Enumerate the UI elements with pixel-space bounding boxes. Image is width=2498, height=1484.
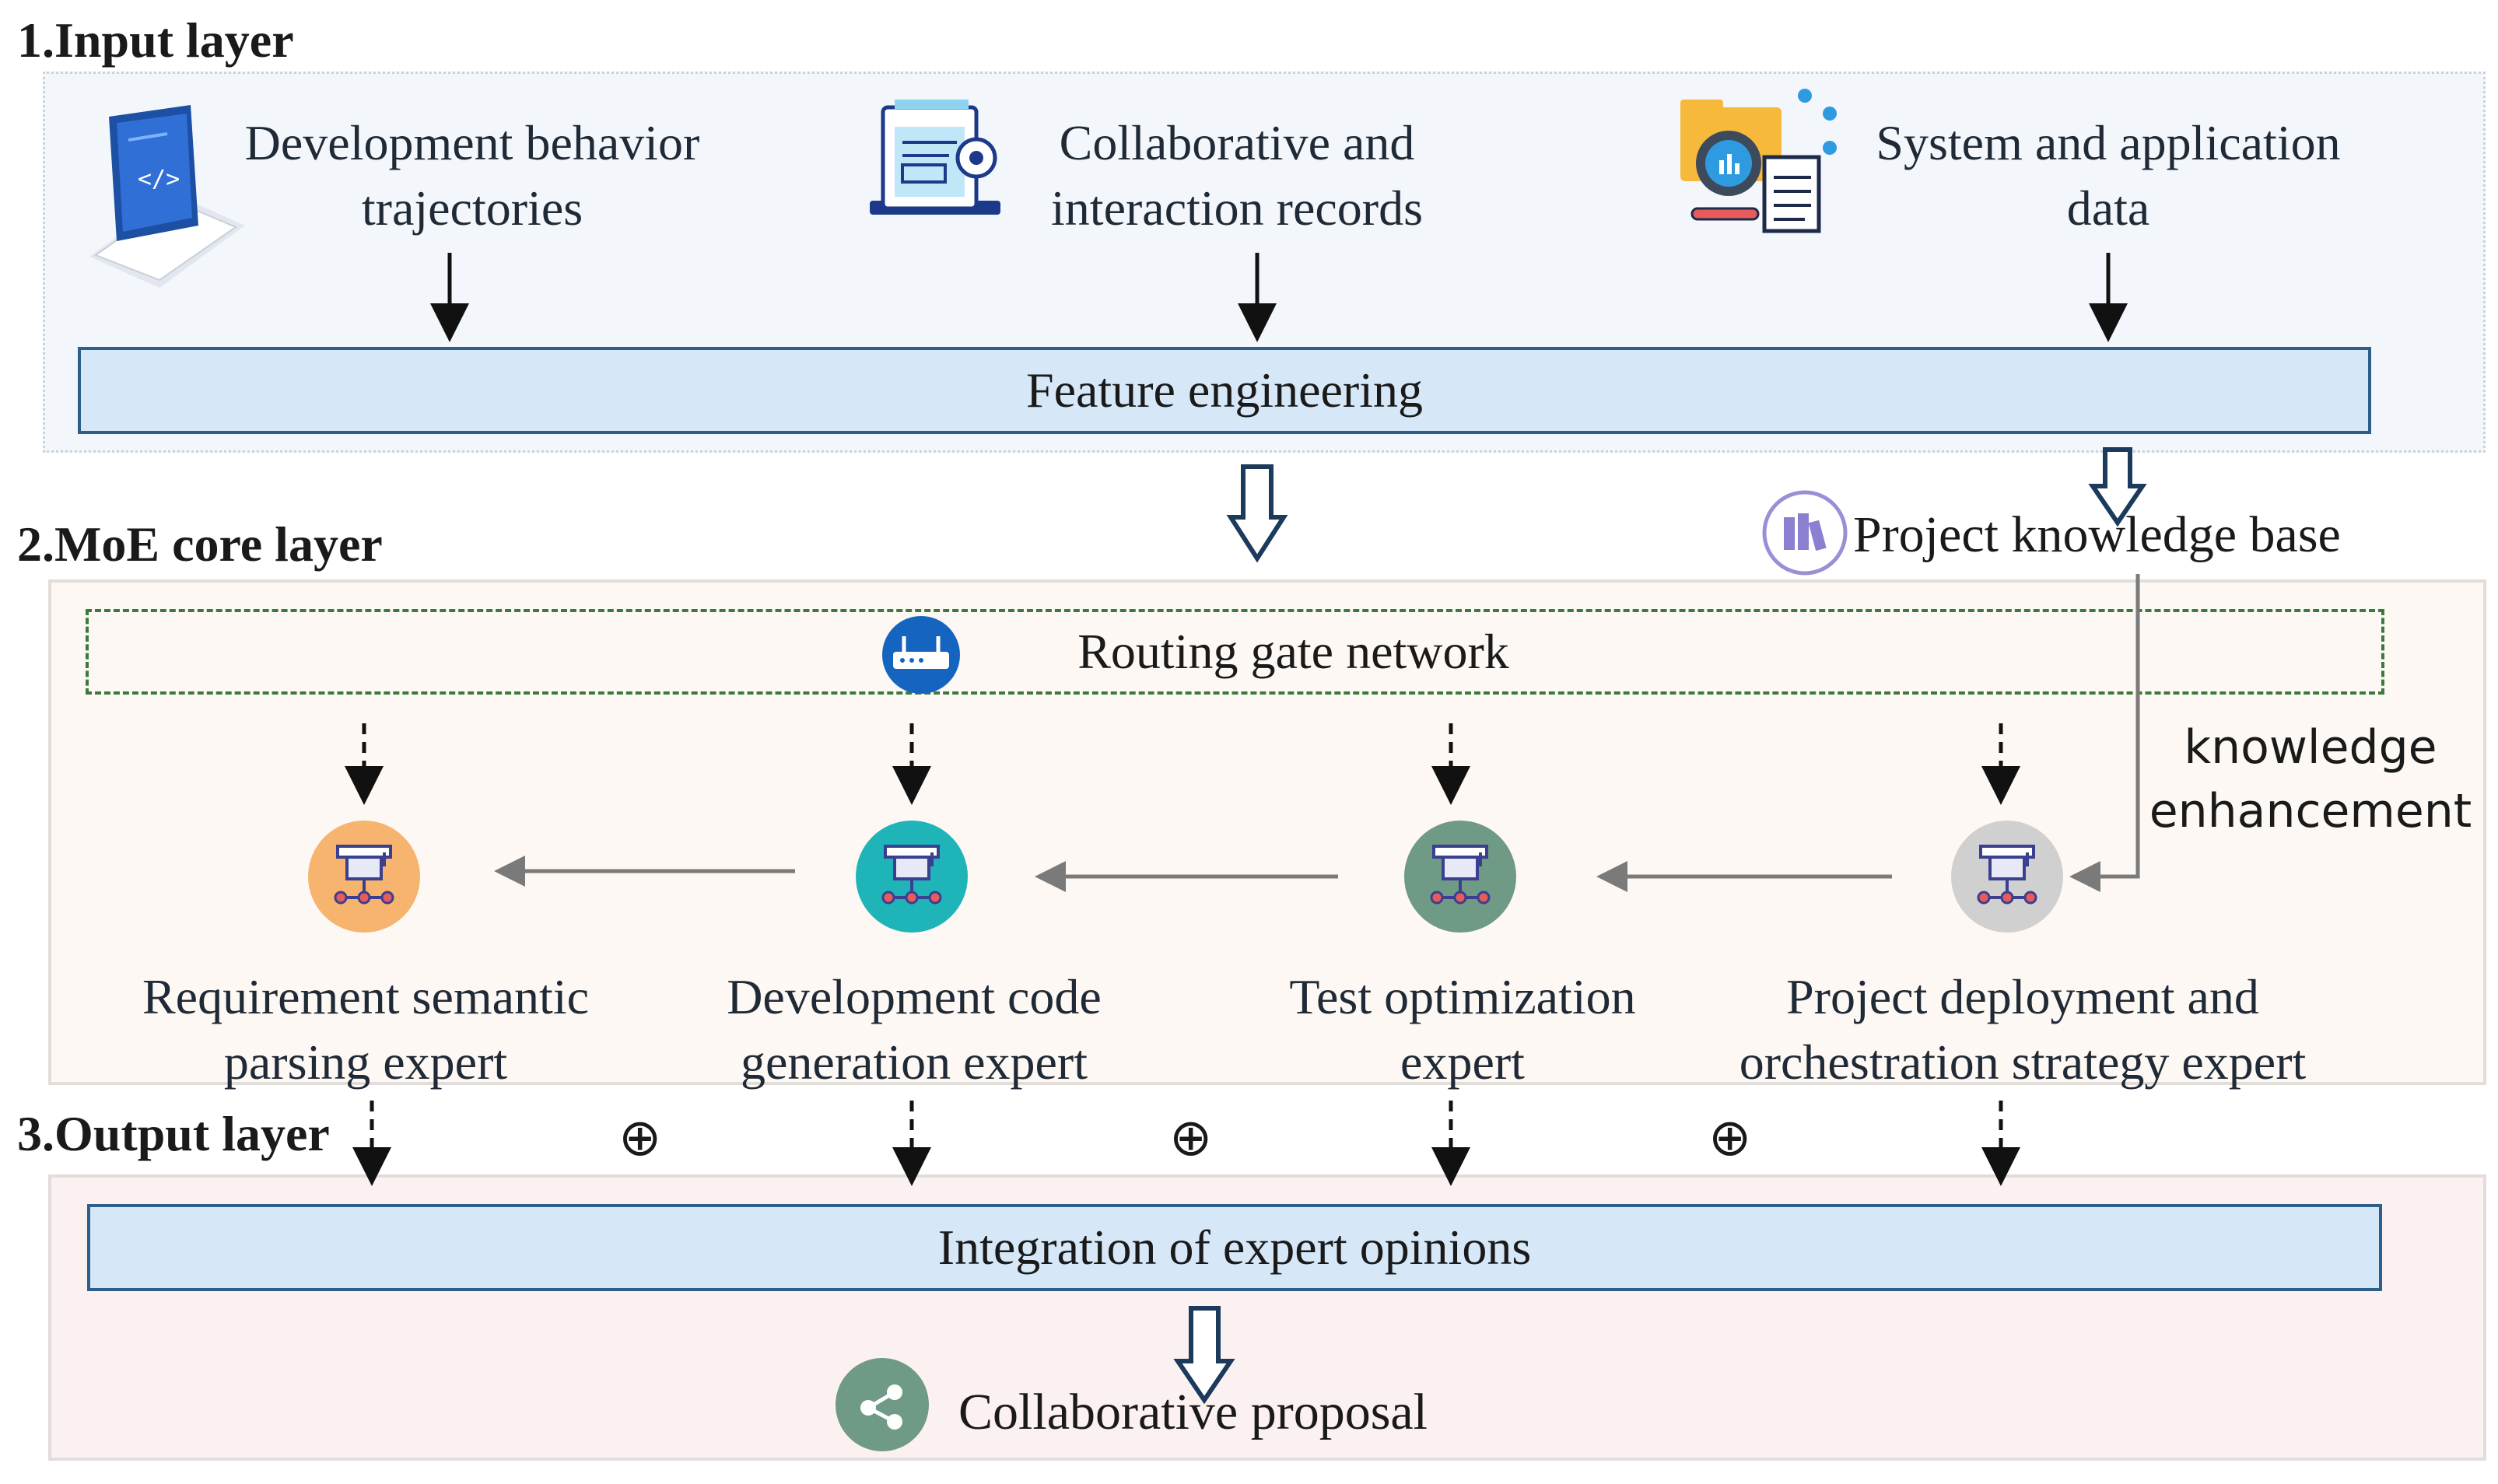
knowledge-base-label: Project knowledge base [1853,506,2341,563]
integration-box: Integration of expert opinions [87,1204,2382,1291]
routing-gate-network-label: Routing gate network [1077,624,1509,679]
output-layer-title: 3.Output layer [17,1106,330,1161]
plus-symbol-3: ⊕ [1708,1108,1752,1167]
plus-symbol-1: ⊕ [618,1108,662,1167]
collaborative-proposal-label: Collaborative proposal [958,1384,1428,1440]
feature-engineering-label: Feature engineering [1026,362,1423,418]
integration-label: Integration of expert opinions [937,1220,1532,1275]
routing-gate-network-box: Routing gate network [86,609,2384,695]
feature-engineering-box: Feature engineering [78,347,2371,434]
block-arrow-to-moe [1226,464,1288,563]
moe-layer-title: 2.MoE core layer [17,516,383,572]
input-layer-title: 1.Input layer [17,12,294,68]
plus-symbol-2: ⊕ [1169,1108,1213,1167]
